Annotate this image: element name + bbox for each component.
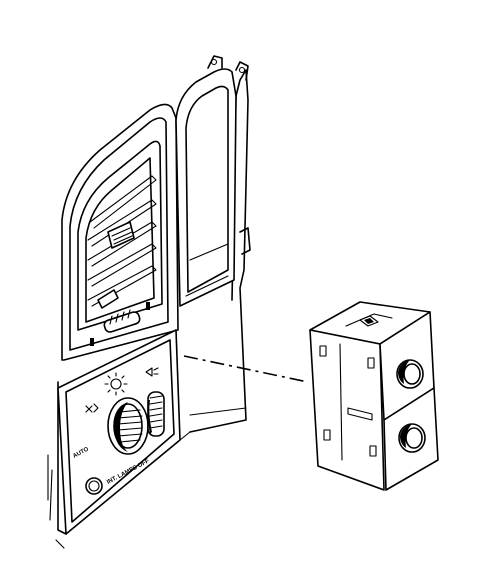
parking-lamp-symbol-icon	[85, 403, 99, 413]
module-lower-button	[398, 423, 426, 453]
headlamp-rotary-knob	[107, 397, 149, 455]
module-upper-button	[396, 359, 424, 389]
headlamp-symbol-icon	[104, 372, 128, 396]
dimmer-thumbwheel	[147, 391, 165, 437]
headlamp-switch-panel: AUTO INT. LAMPS OFF	[57, 329, 181, 535]
vent-adjuster-knob	[107, 221, 135, 249]
dimmer-symbol-icon	[145, 367, 159, 377]
exploded-view-leader-line	[183, 355, 309, 383]
switch-module	[309, 301, 439, 491]
bezel-door	[175, 55, 251, 307]
interior-lamp-switch	[85, 477, 103, 495]
air-vent	[77, 140, 163, 346]
vent-thumbwheel	[103, 309, 141, 333]
vent-lever	[97, 289, 119, 309]
